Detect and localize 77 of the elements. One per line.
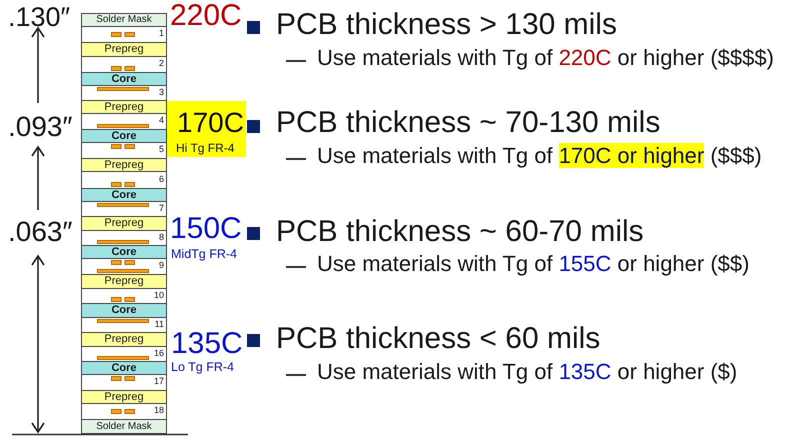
layer-number: 10 bbox=[154, 290, 164, 300]
signal-layer bbox=[81, 143, 167, 158]
solder-mask-layer bbox=[81, 13, 167, 27]
core-layer bbox=[81, 188, 167, 202]
temperature-label: 135C bbox=[171, 329, 243, 359]
bullet-text: Use materials with Tg of 170C or higher ($$$) bbox=[317, 145, 762, 167]
layer-number: 18 bbox=[154, 406, 164, 415]
signal-layer bbox=[81, 404, 167, 419]
layer-label: Core bbox=[110, 74, 138, 84]
layer-label: Solder Mask bbox=[95, 422, 153, 432]
layer-number: 16 bbox=[154, 348, 164, 358]
material-grade-label: Lo Tg FR-4 bbox=[171, 361, 234, 374]
signal-layer bbox=[81, 27, 167, 42]
core-layer bbox=[81, 303, 167, 318]
signal-layer bbox=[81, 86, 167, 100]
layer-label: Core bbox=[110, 305, 138, 316]
dimension-value: .130″ bbox=[8, 4, 70, 31]
solder-mask-layer bbox=[81, 419, 167, 434]
prepreg-layer bbox=[81, 274, 167, 289]
layer-number: 5 bbox=[158, 145, 164, 154]
signal-layer bbox=[81, 202, 167, 216]
layer-label: Core bbox=[110, 246, 138, 258]
temperature-label: 170C bbox=[177, 109, 244, 137]
layer-number: 11 bbox=[154, 320, 164, 328]
bullet-heading: PCB thickness ~ 70-130 mils bbox=[276, 108, 660, 138]
highlight-box bbox=[167, 101, 246, 157]
temperature-label: 220C bbox=[170, 1, 242, 31]
signal-layer bbox=[81, 318, 167, 332]
layer-number: 2 bbox=[158, 59, 164, 68]
signal-layer bbox=[81, 114, 167, 129]
layer-label: Core bbox=[110, 130, 138, 142]
signal-layer bbox=[81, 57, 167, 72]
core-layer bbox=[81, 129, 167, 143]
layer-number: 8 bbox=[158, 232, 164, 242]
material-grade-label: Hi Tg FR-4 bbox=[176, 142, 234, 154]
bullet-heading: PCB thickness ~ 60-70 mils bbox=[276, 217, 644, 247]
layer-number: 17 bbox=[154, 377, 164, 386]
material-grade-label: MidTg FR-4 bbox=[171, 248, 237, 260]
dimension-value: .093″ bbox=[8, 113, 72, 141]
dimension-value: .063″ bbox=[8, 218, 72, 246]
layer-label: Prepreg bbox=[103, 392, 145, 402]
prepreg-layer bbox=[81, 216, 167, 231]
core-layer bbox=[81, 361, 167, 375]
core-layer bbox=[81, 72, 167, 86]
layer-label: Prepreg bbox=[103, 102, 145, 112]
layer-label: Prepreg bbox=[103, 218, 145, 229]
layer-number: 1 bbox=[158, 29, 164, 38]
layer-label: Prepreg bbox=[103, 334, 145, 345]
signal-layer bbox=[81, 231, 167, 245]
layer-number: 3 bbox=[158, 88, 164, 96]
signal-layer bbox=[81, 375, 167, 390]
layer-number: 6 bbox=[158, 174, 164, 184]
layer-number: 7 bbox=[158, 204, 164, 212]
layer-label: Core bbox=[110, 362, 138, 374]
prepreg-layer bbox=[81, 100, 167, 114]
layer-number: 9 bbox=[158, 261, 164, 270]
layer-label: Prepreg bbox=[103, 160, 145, 170]
bullet-heading: PCB thickness < 60 mils bbox=[276, 324, 600, 354]
signal-layer bbox=[81, 259, 167, 274]
layer-label: Core bbox=[110, 190, 138, 200]
layer-label: Prepreg bbox=[103, 44, 145, 55]
prepreg-layer bbox=[81, 332, 167, 347]
prepreg-layer bbox=[81, 158, 167, 172]
layer-label: Solder Mask bbox=[95, 15, 153, 25]
layer-number: 4 bbox=[158, 116, 164, 125]
signal-layer bbox=[81, 347, 167, 361]
layer-label: Prepreg bbox=[103, 276, 145, 287]
prepreg-layer bbox=[81, 390, 167, 404]
bullet-text: Use materials with Tg of 135C or higher ($) bbox=[317, 361, 738, 383]
bullet-heading: PCB thickness > 130 mils bbox=[276, 10, 617, 40]
bullet-text: Use materials with Tg of 155C or higher ($$) bbox=[317, 253, 750, 275]
prepreg-layer bbox=[81, 42, 167, 57]
signal-layer bbox=[81, 172, 167, 188]
temperature-label: 150C bbox=[170, 214, 242, 244]
signal-layer bbox=[81, 289, 167, 303]
core-layer bbox=[81, 245, 167, 259]
bullet-text: Use materials with Tg of 220C or higher ($$$$) bbox=[317, 47, 774, 69]
